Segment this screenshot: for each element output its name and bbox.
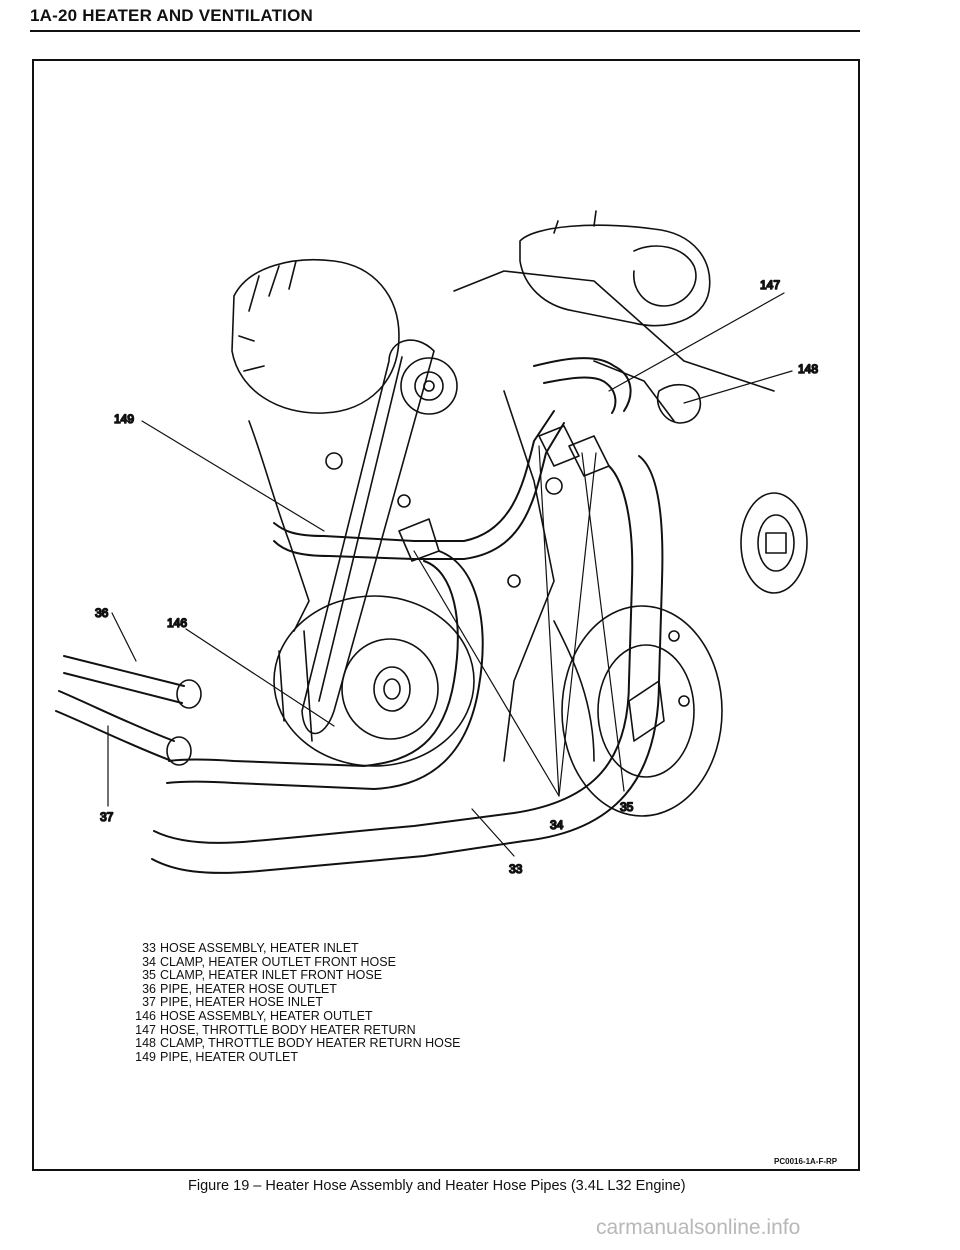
legend-text: PIPE, HEATER HOSE OUTLET	[160, 981, 337, 996]
legend-text: PIPE, HEATER OUTLET	[160, 1049, 298, 1064]
watermark: carmanualsonline.info	[596, 1216, 801, 1239]
callout-33: 33	[509, 862, 523, 876]
heater-outlet-hose	[166, 550, 484, 790]
legend-text: HOSE ASSEMBLY, HEATER OUTLET	[160, 1008, 373, 1023]
legend-number: 35	[142, 968, 156, 983]
legend-text: CLAMP, HEATER INLET FRONT HOSE	[160, 968, 383, 983]
callout-35: 35	[620, 800, 634, 814]
legend-item: 37 PIPE, HEATER HOSE INLET	[134, 996, 461, 1010]
legend-item: 147 HOSE, THROTTLE BODY HEATER RETURN	[134, 1022, 461, 1038]
legend-item: 148 CLAMP, THROTTLE BODY HEATER RETURN HO…	[134, 1036, 461, 1051]
clamp-35	[568, 435, 610, 477]
legend-text: PIPE, HEATER HOSE INLET	[160, 995, 324, 1010]
engine-block	[248, 270, 775, 762]
heater-hose-inlet-pipe	[55, 690, 175, 762]
figure-code: PC0016-1A-F-RP	[774, 1157, 838, 1166]
legend-item: 33 HOSE ASSEMBLY, HEATER INLET	[134, 941, 461, 956]
legend-item: 34 CLAMP, HEATER OUTLET FRONT HOSE	[134, 954, 461, 970]
legend-number: 148	[135, 1036, 156, 1051]
throttle-body-housing	[519, 224, 711, 327]
legend-number: 37	[142, 995, 156, 1010]
clamp-34	[538, 425, 580, 467]
legend-number: 34	[142, 954, 156, 969]
legend-text: CLAMP, HEATER OUTLET FRONT HOSE	[160, 954, 396, 969]
legend-item: 35 CLAMP, HEATER INLET FRONT HOSE	[134, 968, 461, 983]
legend-text: HOSE ASSEMBLY, HEATER INLET	[160, 941, 359, 955]
legend-item: 149 PIPE, HEATER OUTLET	[134, 1049, 461, 1065]
drive-belt	[301, 339, 435, 735]
engine-illustration: 147 148 149 36 146 37 35 34 33	[55, 210, 819, 877]
legend-text: HOSE, THROTTLE BODY HEATER RETURN	[160, 1022, 416, 1037]
throttle-body-return-hose	[533, 357, 632, 414]
heater-hose-outlet-pipe	[63, 655, 185, 704]
alternator	[231, 258, 400, 414]
heater-outlet-pipe	[273, 410, 565, 560]
ac-compressor	[273, 595, 475, 767]
legend-number: 146	[135, 1008, 156, 1023]
figure-frame	[32, 59, 860, 1171]
figure-caption: Figure 19 – Heater Hose Assembly and Hea…	[188, 1178, 686, 1194]
water-pump-pulley	[740, 492, 808, 594]
callout-149: 149	[114, 412, 134, 426]
legend-number: 36	[142, 981, 156, 996]
legend-text: CLAMP, THROTTLE BODY HEATER RETURN HOSE	[160, 1036, 461, 1051]
heater-inlet-hose	[151, 455, 664, 874]
legend-item: 146 HOSE ASSEMBLY, HEATER OUTLET	[134, 1008, 461, 1024]
callout-36: 36	[95, 606, 109, 620]
callout-34: 34	[550, 818, 564, 832]
legend-number: 149	[135, 1049, 156, 1064]
legend-item: 36 PIPE, HEATER HOSE OUTLET	[134, 981, 461, 997]
page-header: 1A-20 HEATER AND VENTILATION	[30, 6, 313, 25]
header-rule	[30, 30, 860, 32]
callout-146: 146	[167, 616, 187, 630]
clamp-148	[657, 383, 701, 424]
callout-148: 148	[798, 362, 818, 376]
legend-number: 147	[135, 1022, 156, 1037]
callout-37: 37	[100, 810, 114, 824]
legend-number: 33	[142, 941, 156, 955]
callout-147: 147	[760, 278, 780, 292]
harmonic-balancer	[561, 605, 723, 817]
